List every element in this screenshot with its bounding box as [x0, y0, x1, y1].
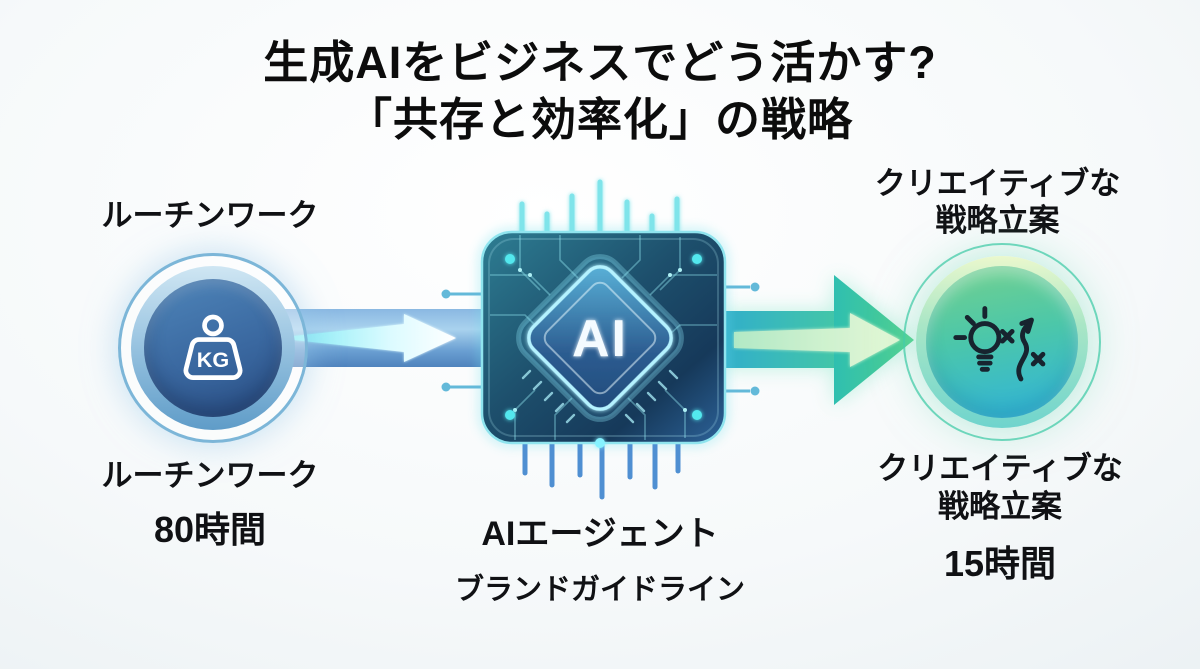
lightbulb-strategy-icon	[953, 306, 1046, 382]
title-line-2: 「共存と効率化」の戦略	[346, 94, 853, 146]
center-bottom-line-1: AIエージェント	[481, 515, 719, 553]
creative-strategy-bottom-label: クリエイティブな 戦略立案 15時間	[840, 450, 1160, 587]
routine-work-circle: KG	[118, 253, 308, 443]
chip-bottom-glow-dot	[595, 438, 605, 448]
left-bottom-hours: 80時間	[153, 509, 267, 550]
chip-top-pins	[519, 179, 680, 235]
kg-weight-icon: KG	[183, 314, 243, 380]
center-bottom-line-2: ブランドガイドライン	[454, 574, 745, 606]
chip-bottom-pins	[522, 440, 681, 500]
title-line-1: 生成AIをビジネスでどう活かす?	[263, 37, 937, 88]
right-top-line-2: 戦略立案	[935, 203, 1060, 238]
routine-work-top-label: ルーチンワーク	[101, 198, 319, 233]
circle-glow-band	[916, 256, 1088, 428]
inner-light-arrow	[294, 314, 456, 362]
right-top-line-1: クリエイティブな	[874, 166, 1121, 201]
diamond-pin-rows	[521, 369, 679, 424]
ai-agent-bottom-label: AIエージェント ブランドガイドライン	[420, 506, 780, 608]
right-bottom-line-2: 戦略立案	[938, 489, 1062, 524]
left-bottom-line-1: ルーチンワーク	[101, 458, 319, 493]
chip-diamond	[516, 254, 684, 422]
creative-strategy-top-label: クリエイティブな 戦略立案	[840, 165, 1155, 239]
chip-side-traces	[441, 282, 760, 396]
creative-strategy-circle	[903, 243, 1101, 441]
chip-ai-label: AI	[572, 310, 628, 368]
circle-ring-band: KG	[131, 266, 295, 430]
page-title: 生成AIをビジネスでどう活かす? 「共存と効率化」の戦略	[0, 34, 1200, 148]
chip-corner-dots	[505, 254, 702, 420]
circle-inner: KG	[144, 279, 282, 417]
circle-inner	[926, 266, 1078, 418]
inner-light-arrow	[734, 313, 900, 367]
routine-work-bottom-label: ルーチンワーク 80時間	[50, 450, 370, 553]
chip-bevel	[488, 238, 719, 437]
ai-chip-graphic: AI	[441, 179, 760, 500]
kg-icon-text: KG	[197, 347, 229, 372]
green-arrow-right	[720, 275, 914, 405]
right-bottom-line-1: クリエイティブな	[877, 451, 1123, 486]
right-bottom-hours: 15時間	[943, 543, 1057, 584]
chip-trace-dots	[513, 268, 687, 412]
